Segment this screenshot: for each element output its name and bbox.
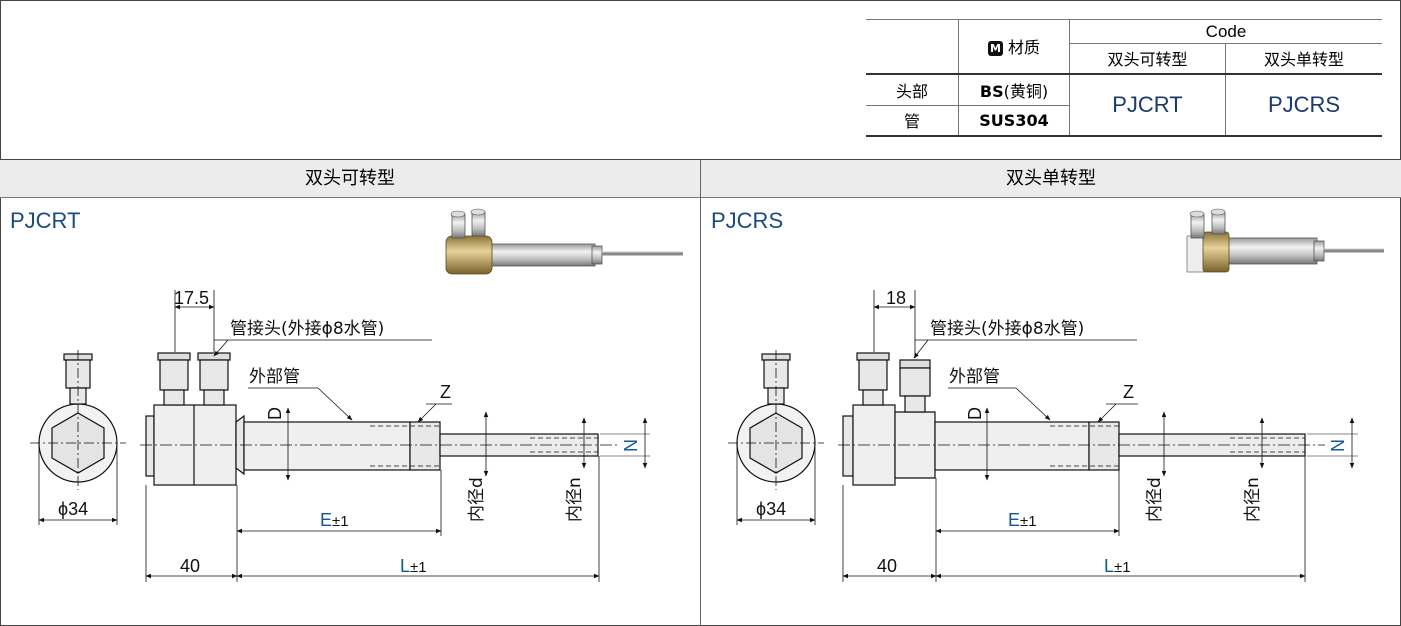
right-e-tol: ±1 [1020,513,1037,530]
top-separator [0,159,1401,160]
left-e-label: E±1 [320,510,349,530]
material-header-text: 材质 [1007,38,1040,58]
right-z-label: Z [1123,382,1134,402]
right-e-letter: E [1008,510,1020,530]
spec-blank-cell [866,19,959,75]
left-pitch-dim: 17.5 [174,288,209,308]
material-sus: SUS304 [958,105,1070,137]
right-side-view [838,290,1358,582]
code-pjcrs: PJCRS [1225,73,1382,137]
right-phi-label: ϕ34 [756,499,786,519]
left-phi-label: ϕ34 [58,499,88,519]
right-dim-40: 40 [877,556,897,576]
left-e-letter: E [320,510,332,530]
part-tube: 管 [866,105,959,137]
material-badge-icon: M [987,41,1003,57]
left-inner-n-label: 内径n [565,477,585,522]
right-n-label: N [1328,439,1348,452]
left-z-label: Z [440,382,451,402]
code-header: Code [1069,19,1382,44]
right-l-tol: ±1 [1114,559,1131,576]
right-inner-n-label: 内径n [1243,477,1263,522]
right-model-label: PJCRS [711,208,784,233]
left-photo [445,208,683,275]
left-model-label: PJCRT [10,208,81,233]
left-dim-40: 40 [180,556,200,576]
right-photo [1186,208,1384,273]
right-outer-tube-label: 外部管 [949,367,1000,387]
material-bs-note: (黄铜) [1003,81,1049,101]
part-head: 头部 [866,73,959,106]
left-d-label: D [265,407,285,420]
left-panel-header: 双头可转型 [0,160,700,198]
right-end-view [728,350,824,525]
code-col1-header: 双头可转型 [1069,43,1226,75]
right-d-label: D [965,407,985,420]
right-fitting-label: 管接头(外接ϕ8水管) [930,319,1084,339]
right-panel-header: 双头单转型 [701,160,1401,198]
right-l-label: L±1 [1104,556,1131,576]
right-inner-d-label: 内径d [1145,477,1165,522]
right-e-label: E±1 [1008,510,1037,530]
material-bs: BS [979,81,1004,101]
left-fitting-label: 管接头(外接ϕ8水管) [230,319,384,339]
right-l-letter: L [1104,556,1114,576]
right-pitch-dim: 18 [886,288,906,308]
left-n-label: N [621,439,641,452]
code-pjcrt: PJCRT [1069,73,1226,137]
left-inner-d-label: 内径d [467,477,487,522]
left-l-letter: L [400,556,410,576]
material-head: BS(黄铜) [958,73,1070,106]
code-col2-header: 双头单转型 [1225,43,1382,75]
panel-divider [700,160,701,626]
left-e-tol: ±1 [332,513,349,530]
left-outer-tube-label: 外部管 [249,367,300,387]
left-l-label: L±1 [400,556,427,576]
left-l-tol: ±1 [410,559,427,576]
left-side-view [140,290,650,582]
left-end-view [30,350,126,525]
